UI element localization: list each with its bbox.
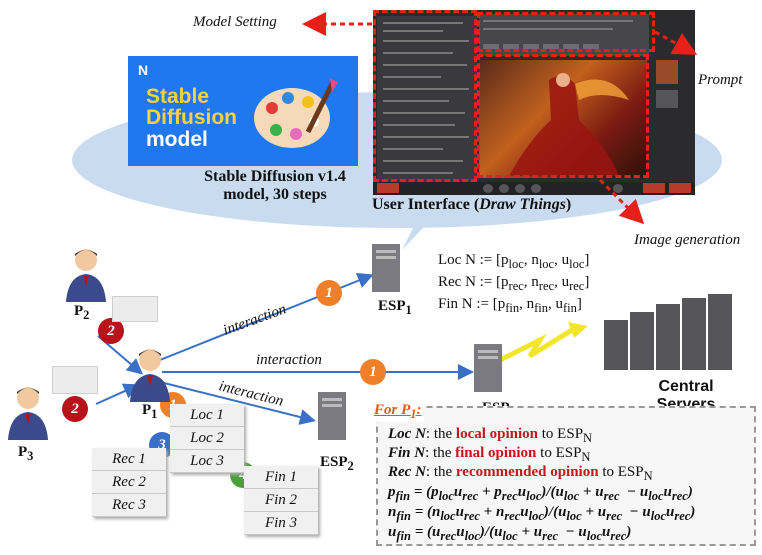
setting-line	[383, 148, 443, 150]
toolbar-icon	[483, 184, 493, 193]
ui-pointer	[402, 210, 440, 250]
loc-notation: Loc N := [ploc, nloc, uloc]	[438, 252, 590, 271]
thumbnail	[656, 90, 678, 108]
setting-line	[383, 172, 453, 174]
opinion-note-p2	[112, 296, 158, 322]
fin-notation: Fin N := [pfin, nfin, ufin]	[438, 296, 582, 315]
definition-loc: Loc N: the local opinion to ESPN	[388, 426, 593, 445]
opinion-note-p3	[52, 366, 98, 394]
esp3-server-icon	[474, 344, 502, 392]
sd-title: Stable Diffusion	[146, 85, 237, 129]
woman-in-red-dress-image	[509, 73, 629, 176]
node-label-p2: P2	[74, 303, 90, 322]
setting-line	[383, 22, 463, 24]
interaction-label-esp3: interaction	[256, 352, 322, 368]
fin-list: Fin 1 Fin 2 Fin 3	[244, 466, 318, 535]
setting-line	[383, 52, 453, 54]
model-setting-label: Model Setting	[193, 14, 277, 30]
list-item: Rec 2	[92, 471, 166, 494]
list-item: Loc 3	[170, 450, 244, 473]
formula-u-fin: ufin = (ureculoc)/(uloc + urec − ulocure…	[388, 524, 632, 543]
edge-p1-esp2	[159, 381, 316, 425]
node-label-p3: P3	[18, 444, 34, 463]
step-2-circle-p3: 2	[62, 396, 88, 422]
toolbar-button	[669, 183, 691, 193]
for-p1-title: For P1:	[372, 402, 424, 422]
prompt-arrow	[654, 30, 698, 55]
ui-caption: User Interface (Draw Things)	[372, 196, 572, 213]
sd-model-caption: Stable Diffusion v1.4 model, 30 steps	[204, 168, 346, 203]
definition-fin: Fin N: the final opinion to ESPN	[388, 445, 591, 464]
node-label-esp1: ESP1	[378, 298, 412, 317]
thumbnail	[656, 60, 678, 84]
esp1-server-icon	[372, 244, 400, 292]
sd-brand-icon: N	[138, 62, 149, 78]
sd-subtitle: model	[146, 128, 208, 151]
list-item: Loc 1	[170, 404, 244, 427]
callout-arrows	[302, 12, 698, 225]
generated-image	[479, 60, 647, 178]
setting-line	[383, 100, 449, 102]
setting-line	[383, 88, 469, 90]
setting-line	[383, 64, 467, 66]
setting-line	[383, 136, 469, 138]
toolbar-button	[377, 183, 399, 193]
person-p3-icon	[8, 387, 48, 440]
palette-icon	[254, 78, 338, 148]
node-label-esp2: ESP2	[320, 454, 354, 473]
setting-line	[383, 40, 469, 42]
prompt-highlight	[477, 12, 655, 52]
step-1-circle-esp3: 1	[360, 359, 386, 385]
person-p2-icon	[66, 249, 106, 302]
model-setting-highlight	[373, 10, 477, 182]
setting-line	[383, 160, 463, 162]
setting-line	[383, 76, 441, 78]
toolbar-button	[643, 183, 665, 193]
loc-list: Loc 1 Loc 2 Loc 3	[170, 404, 244, 473]
list-item: Rec 1	[92, 448, 166, 471]
toolbar-icon	[499, 184, 509, 193]
rec-notation: Rec N := [prec, nrec, urec]	[438, 274, 590, 293]
lightning-link	[498, 327, 574, 363]
list-item: Fin 3	[244, 512, 318, 535]
toolbar-icon	[515, 184, 525, 193]
setting-line	[383, 30, 443, 32]
list-item: Rec 3	[92, 494, 166, 517]
image-generation-highlight	[477, 54, 649, 178]
central-servers-icon	[604, 294, 732, 370]
setting-line	[383, 124, 455, 126]
list-item: Fin 2	[244, 489, 318, 512]
node-label-p1: P1	[142, 402, 158, 421]
person-p1-icon	[130, 349, 170, 402]
definitions-box: Loc N: the local opinion to ESPN Fin N: …	[376, 406, 756, 546]
list-item: Loc 2	[170, 427, 244, 450]
esp2-server-icon	[318, 392, 346, 440]
step-1-circle-esp1: 1	[316, 280, 342, 306]
prompt-label: Prompt	[698, 72, 743, 88]
definition-rec: Rec N: the recommended opinion to ESPN	[388, 464, 653, 483]
toolbar-icon	[531, 184, 541, 193]
stable-diffusion-logo-card: N Stable Diffusion model	[128, 56, 358, 166]
image-generation-arrow	[598, 178, 645, 225]
list-item: Fin 1	[244, 466, 318, 489]
toolbar-icon	[613, 184, 623, 193]
edge-p3-p1	[95, 383, 140, 405]
setting-line	[383, 112, 465, 114]
step-2-circle-p2: 2	[98, 318, 124, 344]
model-settings-panel	[377, 16, 477, 186]
lightning-head	[568, 322, 588, 338]
formula-n-fin: nfin = (nlocurec + nreculoc)/(uloc + ure…	[388, 504, 696, 523]
rec-list: Rec 1 Rec 2 Rec 3	[92, 448, 166, 517]
draw-things-screenshot	[373, 10, 695, 195]
image-generation-label: Image generation	[634, 232, 741, 248]
formula-p-fin: pfin = (plocurec + preculoc)/(uloc + ure…	[388, 484, 693, 503]
